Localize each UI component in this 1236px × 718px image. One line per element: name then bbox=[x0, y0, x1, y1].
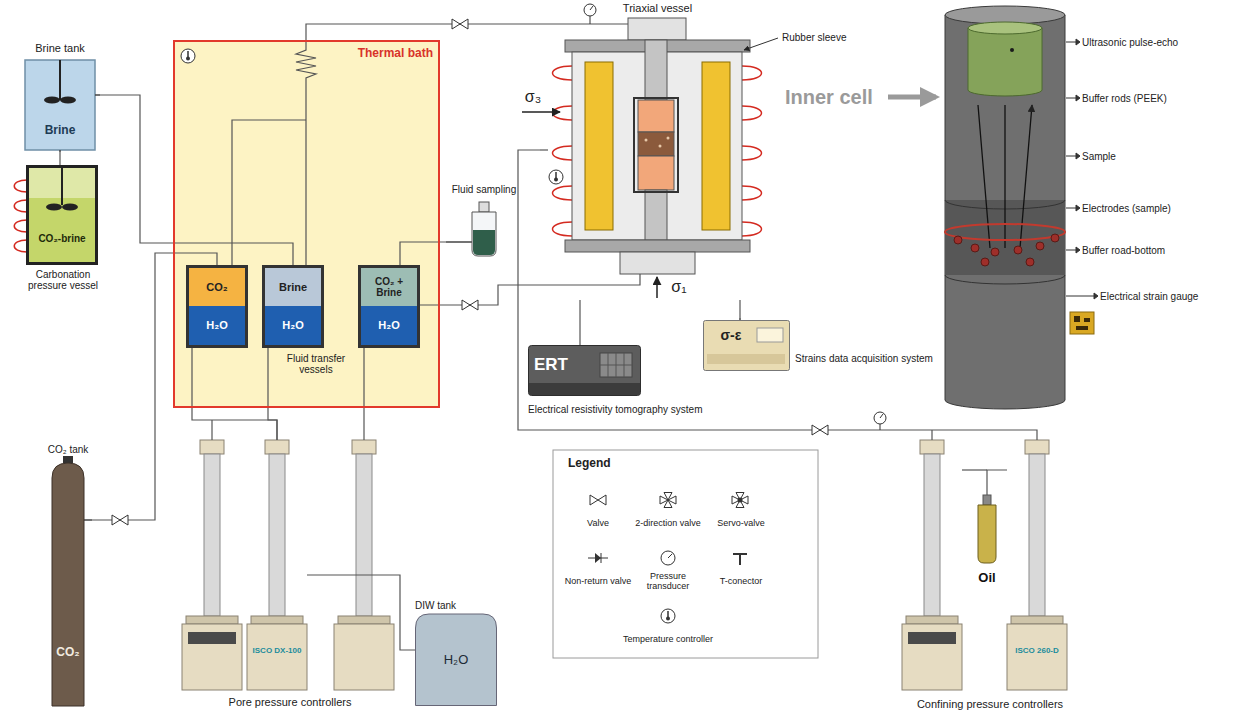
pump-figures bbox=[182, 440, 1067, 690]
inner-cell-figure bbox=[945, 6, 1098, 409]
legend-symbol bbox=[730, 550, 750, 566]
legend-item: Pressure transducer bbox=[628, 550, 708, 594]
node-text: Strains data acquisition system bbox=[795, 350, 939, 366]
legend-item: T-conector bbox=[703, 550, 779, 594]
part-label: σ₃ bbox=[520, 86, 546, 108]
legend-symbol bbox=[658, 492, 678, 508]
legend-symbol bbox=[588, 492, 608, 508]
pipe-connector bbox=[987, 470, 1007, 495]
triaxial-figure bbox=[522, 18, 936, 298]
part-label: Electrodes (sample) bbox=[1082, 201, 1227, 215]
node-title: ERT bbox=[534, 351, 596, 379]
part-label: σ₁ bbox=[666, 276, 692, 298]
pipe-connector bbox=[268, 348, 277, 440]
bath-fill bbox=[173, 40, 440, 408]
part-label: Fluid transfer vessels bbox=[274, 351, 358, 377]
pipe-connector bbox=[307, 575, 415, 650]
gas-cylinder: CO₂ tankCO₂ bbox=[44, 442, 92, 708]
syringe-pump: ISCO 260-D bbox=[1007, 440, 1067, 690]
legend-item: 2-direction valve bbox=[628, 492, 708, 536]
legend-text: Servo-valve bbox=[703, 512, 779, 536]
legend-text: Pressure transducer bbox=[628, 570, 708, 594]
legend-symbol bbox=[588, 550, 608, 566]
legend-item: Non-return valve bbox=[563, 550, 633, 594]
node-text: Brine bbox=[25, 120, 95, 142]
pipe-connector bbox=[739, 300, 740, 318]
node-shape bbox=[44, 442, 92, 708]
node-title: CO₂ tank bbox=[44, 442, 92, 456]
node-title: Fluid sampling bbox=[446, 182, 522, 196]
heating-coil bbox=[14, 180, 27, 252]
part-label: Sample bbox=[1082, 149, 1227, 163]
legend-text: Temperature controller bbox=[620, 628, 716, 652]
part-label: Confining pressure controllers bbox=[885, 696, 1095, 712]
node-title: σ-ε bbox=[707, 325, 755, 347]
node-shape bbox=[703, 318, 939, 376]
legend-item: Temperature controller bbox=[620, 608, 716, 652]
pipe-connector bbox=[518, 150, 1037, 440]
part-label: Pore pressure controllers bbox=[180, 694, 400, 710]
legend-symbol bbox=[730, 492, 750, 508]
strain-acquisition: σ-εStrains data acquisition system bbox=[703, 318, 939, 376]
node-title: DIW tank bbox=[415, 598, 497, 612]
pipe-connector bbox=[579, 300, 580, 345]
legend-symbol bbox=[658, 608, 678, 624]
legend-text: Valve bbox=[563, 512, 633, 536]
legend-item: Valve bbox=[563, 492, 633, 536]
transfer-vessel: BrineH₂O bbox=[262, 265, 324, 348]
node-title: Thermal bath bbox=[315, 46, 433, 62]
water-tank: DIW tankH₂O bbox=[415, 598, 497, 706]
part-label: Electrical strain gauge bbox=[1100, 289, 1230, 303]
node-title: Triaxial vessel bbox=[540, 1, 775, 16]
carbonation-vessel: CO₂-brineCarbonation pressure vessel bbox=[18, 165, 108, 293]
oil-bottle: Oil bbox=[972, 495, 1002, 595]
legend-symbol bbox=[658, 550, 678, 566]
legend-text: T-conector bbox=[703, 570, 779, 594]
transfer-vessel: CO₂H₂O bbox=[186, 265, 248, 348]
node-text: H₂O bbox=[265, 306, 321, 345]
pipe-connector bbox=[100, 95, 293, 265]
pipe-connector bbox=[192, 348, 277, 440]
node-title: CO₂ bbox=[189, 268, 245, 306]
node-title: ISCO DX-100 bbox=[249, 638, 305, 664]
node-title: Oil bbox=[972, 569, 1002, 587]
node-text: Electrical resistivity tomography system bbox=[528, 401, 728, 417]
node-title: Brine tank bbox=[20, 40, 100, 56]
triaxial-vessel: Triaxial vessel bbox=[540, 0, 775, 300]
legend-text: Non-return valve bbox=[563, 570, 633, 594]
node-title: CO₂-brine bbox=[29, 223, 95, 253]
thermal-bath: Thermal bathCO₂H₂OBrineH₂OCO₂ + BrineH₂O bbox=[173, 40, 440, 408]
part-label: Buffer road-bottom bbox=[1082, 243, 1227, 257]
legend-text: 2-direction valve bbox=[628, 512, 708, 536]
part-label: Ultrasonic pulse-echo bbox=[1082, 35, 1227, 49]
legend-frame bbox=[553, 450, 818, 658]
node-text: H₂O bbox=[189, 306, 245, 345]
brine-tank: Brine tankBrine bbox=[20, 40, 100, 152]
bath-pipes bbox=[232, 40, 316, 265]
part-label: Rubber sleeve bbox=[782, 30, 872, 44]
temperature-controller-symbol bbox=[181, 49, 195, 63]
part-label: Buffer rods (PEEK) bbox=[1082, 91, 1227, 105]
node-text: Carbonation pressure vessel bbox=[18, 268, 108, 292]
part-label: Legend bbox=[568, 456, 648, 472]
legend-item: Servo-valve bbox=[703, 492, 779, 536]
pipe-connector bbox=[59, 152, 60, 165]
node-text: H₂O bbox=[361, 306, 417, 345]
node-text: CO₂ bbox=[52, 642, 84, 664]
part-label: Inner cell bbox=[785, 84, 895, 110]
node-text: H₂O bbox=[415, 648, 497, 672]
transfer-vessel: CO₂ + BrineH₂O bbox=[358, 265, 420, 348]
pipe-connector bbox=[420, 285, 540, 305]
node-title: Brine bbox=[265, 268, 321, 306]
node-title: ISCO 260-D bbox=[1009, 638, 1065, 664]
ert-system: ERT Electrical resistivity tomography sys… bbox=[528, 345, 728, 419]
node-title: CO₂ + Brine bbox=[361, 268, 417, 306]
sampling-bottle: Fluid sampling bbox=[446, 180, 522, 272]
syringe-pump: ISCO DX-100 bbox=[247, 440, 307, 690]
pipe-connector bbox=[306, 24, 540, 40]
